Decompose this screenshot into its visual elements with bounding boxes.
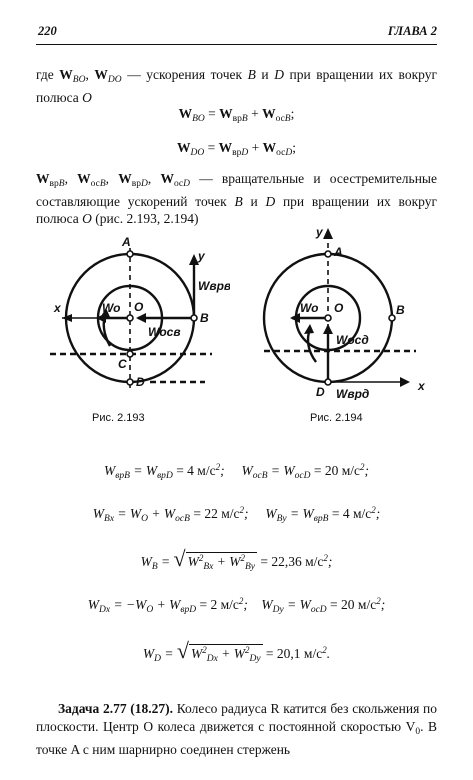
label-D: D bbox=[136, 375, 145, 389]
label-O: O bbox=[134, 300, 144, 314]
caption-2-193: Рис. 2.193 bbox=[92, 412, 145, 424]
result-5: WD = √W2Dx + W2Dy = 20,1 м/с2. bbox=[142, 638, 331, 664]
label-x: x bbox=[53, 301, 62, 315]
equation-wdo: WDO = WврD + WосD; bbox=[177, 140, 296, 158]
label-x: x bbox=[417, 379, 426, 393]
label-y: y bbox=[197, 249, 206, 263]
label-C: C bbox=[118, 357, 127, 371]
label-wosd: Wосд bbox=[336, 333, 369, 347]
page-header: 220 ГЛАВА 2 bbox=[38, 24, 437, 42]
label-A: A bbox=[333, 245, 343, 259]
chapter-title: ГЛАВА 2 bbox=[387, 24, 437, 38]
equation-wbo: WBO = WврB + WосB; bbox=[178, 106, 295, 124]
label-O: O bbox=[334, 301, 344, 315]
label-wo: Wo bbox=[102, 301, 120, 315]
task-text: Колесо радиуса R катится без скольжения … bbox=[36, 701, 437, 734]
label-wo: Wo bbox=[300, 301, 318, 315]
task-title: Задача 2.77 (18.27). bbox=[58, 701, 174, 716]
result-2: WBx = WO + WосB = 22 м/с2; WBy = WврB = … bbox=[92, 505, 381, 524]
caption-2-194: Рис. 2.194 bbox=[310, 412, 363, 424]
label-wocb: Wосв bbox=[148, 325, 181, 339]
label-wvrb: Wврв bbox=[198, 279, 230, 293]
description-paragraph: WврB, WосB, WврD, WосD — вращательные и … bbox=[36, 171, 437, 226]
figure-2-194: A B D O y x Wo Wосд Wврд bbox=[262, 225, 426, 400]
result-1: WврB = WврD = 4 м/с2; WосB = WосD = 20 м… bbox=[104, 462, 369, 481]
result-3: WB = √W2Bx + W2By = 22,36 м/с2; bbox=[140, 546, 333, 572]
figure-2-193: A B C D O y x Wo Wосв Wврв bbox=[50, 235, 230, 389]
task-text-2: . В точке A с ним шарнирно соединен стер… bbox=[36, 719, 437, 757]
label-B: B bbox=[396, 303, 405, 317]
result-4: WDx = −WO + WврD = 2 м/с2; WDy = WосD = … bbox=[87, 596, 386, 615]
page-number: 220 bbox=[38, 24, 57, 38]
label-B: B bbox=[200, 311, 209, 325]
task-paragraph: Задача 2.77 (18.27). Колесо радиуса R ка… bbox=[36, 701, 437, 757]
label-y: y bbox=[315, 225, 324, 239]
intro-paragraph: где WBO, WDO — ускорения точек B и D при… bbox=[36, 67, 437, 105]
label-wvrd: Wврд bbox=[336, 387, 369, 400]
header-rule bbox=[36, 44, 437, 45]
label-A: A bbox=[121, 235, 131, 249]
label-D: D bbox=[316, 385, 325, 399]
